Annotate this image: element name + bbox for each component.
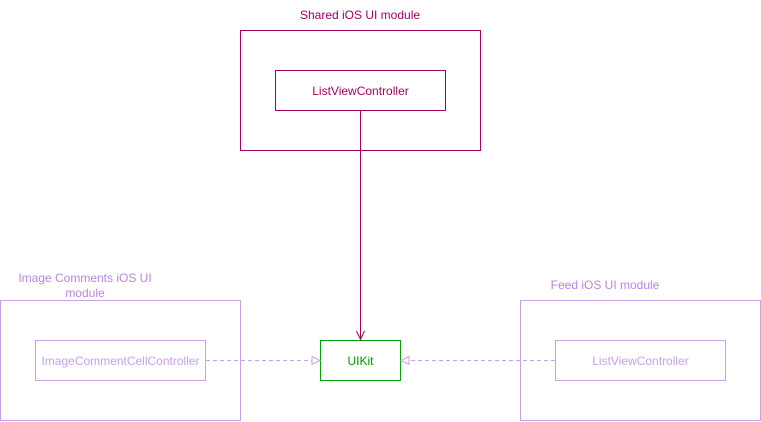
shared-to-uikit-arrowhead [356, 330, 365, 341]
uikit-label: UIKit [347, 353, 374, 368]
comments-to-uikit-arrowhead [311, 355, 322, 366]
shared-list-view-controller-label: ListViewController [312, 83, 409, 98]
feed-to-uikit-arrowhead [399, 355, 410, 366]
shared-module-title: Shared iOS UI module [299, 8, 421, 22]
image-comment-cell-controller-label: ImageCommentCellController [41, 353, 200, 368]
comments-module-title-line2: module [65, 286, 105, 300]
feed-list-view-controller-box[interactable] [555, 340, 726, 381]
image-comment-cell-controller-box[interactable] [35, 340, 206, 381]
uikit-box[interactable] [320, 340, 401, 381]
shared-list-view-controller-box[interactable] [275, 70, 446, 111]
feed-module-title: Feed iOS UI module [550, 278, 660, 292]
feed-list-view-controller-label: ListViewController [592, 353, 689, 368]
comments-module-title-line1: Image Comments iOS UI [18, 271, 152, 285]
